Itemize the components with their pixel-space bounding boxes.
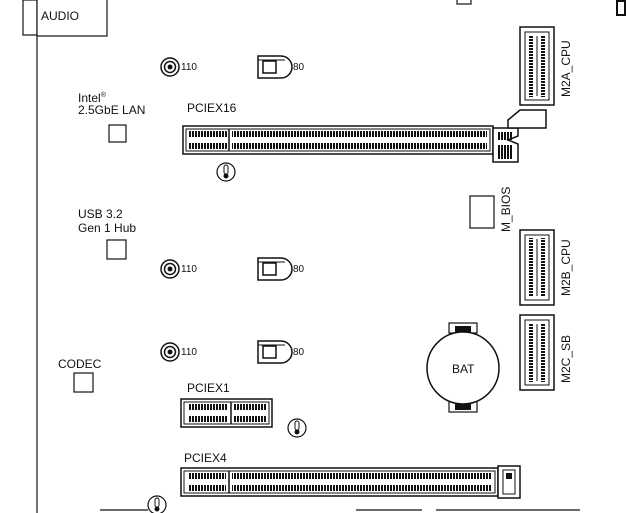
audio-bracket — [22, 0, 38, 36]
m2a-cpu-slot — [519, 26, 555, 106]
m-bios-chip — [469, 195, 495, 229]
thermometer-icon — [216, 162, 236, 182]
standoff-icon — [160, 259, 180, 279]
clip-size-label: 80 — [293, 62, 305, 73]
audio-label: AUDIO — [41, 9, 80, 23]
m-bios-label: M_BIOS — [499, 186, 513, 232]
thermometer-icon — [287, 418, 307, 438]
intel-label: Intel® — [78, 91, 106, 105]
usb-hub-label-line1: USB 3.2 — [78, 207, 123, 221]
battery-label: BAT — [452, 362, 475, 376]
pciex1-slot — [180, 398, 273, 428]
standoff-size-label: 110 — [181, 264, 197, 275]
m2b-cpu-label: M2B_CPU — [559, 239, 573, 296]
m2b-cpu-slot — [519, 229, 555, 306]
standoff-size-label: 110 — [181, 62, 197, 73]
pciex4-slot — [180, 465, 521, 499]
usb-hub-chip — [106, 239, 127, 260]
clip-size-label: 80 — [293, 264, 305, 275]
lan-label: 2.5GbE LAN — [78, 103, 146, 117]
clip-size-label: 80 — [293, 347, 305, 358]
battery-socket — [426, 322, 500, 413]
m2-clip-icon — [257, 55, 293, 79]
audio-box — [36, 0, 108, 37]
pciex4-label: PCIEX4 — [184, 451, 227, 465]
thermometer-icon — [147, 495, 167, 513]
codec-chip — [73, 372, 94, 393]
pciex16-slot — [182, 125, 519, 163]
standoff-icon — [160, 57, 180, 77]
codec-label: CODEC — [58, 357, 102, 371]
m2-clip-icon — [257, 340, 293, 364]
usb-hub-label-line2: Gen 1 Hub — [78, 221, 137, 235]
standoff-icon — [160, 342, 180, 362]
m2-clip-icon — [257, 257, 293, 281]
lan-chip — [108, 124, 127, 143]
m2c-sb-slot — [519, 314, 555, 391]
m2c-sb-label: M2C_SB — [559, 334, 573, 383]
pciex16-label: PCIEX16 — [187, 101, 237, 115]
pciex1-label: PCIEX1 — [187, 381, 230, 395]
standoff-size-label: 110 — [181, 347, 197, 358]
m2a-cpu-label: M2A_CPU — [559, 40, 573, 97]
